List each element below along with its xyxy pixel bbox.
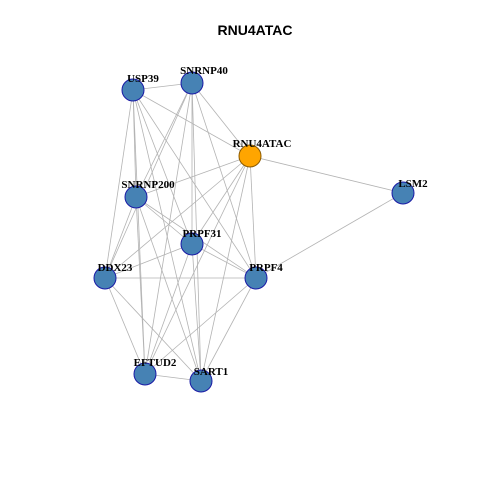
- edge-rnu4atac-eftud2: [144, 155, 251, 375]
- node-circle[interactable]: [180, 232, 204, 256]
- edge-rnu4atac-prpf31: [191, 155, 251, 245]
- edge-prpf31-ddx23: [104, 243, 193, 279]
- edge-ddx23-eftud2: [104, 277, 146, 375]
- edge-snrnp40-eftud2: [144, 82, 193, 375]
- edge-snrnp40-prpf4: [191, 82, 257, 279]
- node-sart1[interactable]: SART1: [189, 366, 228, 393]
- edge-rnu4atac-sart1: [200, 155, 251, 382]
- node-prpf4[interactable]: PRPF4: [244, 262, 283, 290]
- node-label: LSM2: [398, 178, 428, 190]
- edge-snrnp200-ddx23: [104, 196, 137, 279]
- node-circle[interactable]: [391, 181, 415, 205]
- node-circle[interactable]: [238, 144, 262, 168]
- edge-snrnp200-sart1: [135, 196, 202, 382]
- edge-snrnp40-rnu4atac: [191, 82, 251, 157]
- edge-snrnp40-ddx23: [104, 82, 193, 279]
- edge-usp39-prpf4: [132, 89, 257, 279]
- node-label: SNRNP40: [180, 65, 228, 77]
- node-circle[interactable]: [93, 266, 117, 290]
- node-prpf31[interactable]: PRPF31: [180, 228, 222, 256]
- node-rnu4atac[interactable]: RNU4ATAC: [233, 138, 292, 168]
- edge-usp39-prpf31: [132, 89, 193, 245]
- node-snrnp200[interactable]: SNRNP200: [121, 179, 175, 209]
- edge-snrnp40-sart1: [191, 82, 202, 382]
- edge-rnu4atac-lsm2: [249, 155, 404, 194]
- node-lsm2[interactable]: LSM2: [391, 178, 428, 205]
- node-eftud2[interactable]: EFTUD2: [133, 357, 177, 386]
- edge-usp39-ddx23: [104, 89, 134, 279]
- node-ddx23[interactable]: DDX23: [93, 262, 133, 290]
- node-circle[interactable]: [244, 266, 268, 290]
- diagram-title: RNU4ATAC: [218, 22, 293, 38]
- edge-rnu4atac-snrnp200: [135, 155, 251, 198]
- edge-lsm2-prpf4: [255, 192, 404, 279]
- edge-rnu4atac-ddx23: [104, 155, 251, 279]
- edge-prpf4-eftud2: [144, 277, 257, 375]
- node-label: EFTUD2: [134, 357, 177, 369]
- edge-snrnp200-eftud2: [135, 196, 146, 375]
- edge-usp39-rnu4atac: [132, 89, 251, 157]
- edge-snrnp40-snrnp200: [135, 82, 193, 198]
- edge-ddx23-sart1: [104, 277, 202, 382]
- node-circle[interactable]: [124, 185, 148, 209]
- edge-snrnp200-prpf31: [135, 196, 193, 245]
- node-snrnp40[interactable]: SNRNP40: [180, 65, 228, 95]
- edge-usp39-eftud2: [132, 89, 146, 375]
- edge-prpf31-eftud2: [144, 243, 193, 375]
- node-label: SNRNP200: [121, 179, 175, 191]
- node-circle[interactable]: [180, 71, 204, 95]
- edge-prpf31-prpf4: [191, 243, 257, 279]
- edge-prpf31-sart1: [191, 243, 202, 382]
- node-circle[interactable]: [189, 369, 213, 393]
- edge-rnu4atac-prpf4: [249, 155, 257, 279]
- node-usp39[interactable]: USP39: [121, 73, 159, 102]
- node-label: RNU4ATAC: [233, 138, 292, 150]
- node-label: DDX23: [98, 262, 133, 274]
- node-label: SART1: [194, 366, 228, 378]
- node-label: USP39: [127, 73, 159, 85]
- edge-layer: [104, 82, 404, 382]
- node-label: PRPF4: [249, 262, 283, 274]
- node-circle[interactable]: [121, 78, 145, 102]
- edge-prpf4-sart1: [200, 277, 257, 382]
- node-circle[interactable]: [133, 362, 157, 386]
- node-label: PRPF31: [182, 228, 221, 240]
